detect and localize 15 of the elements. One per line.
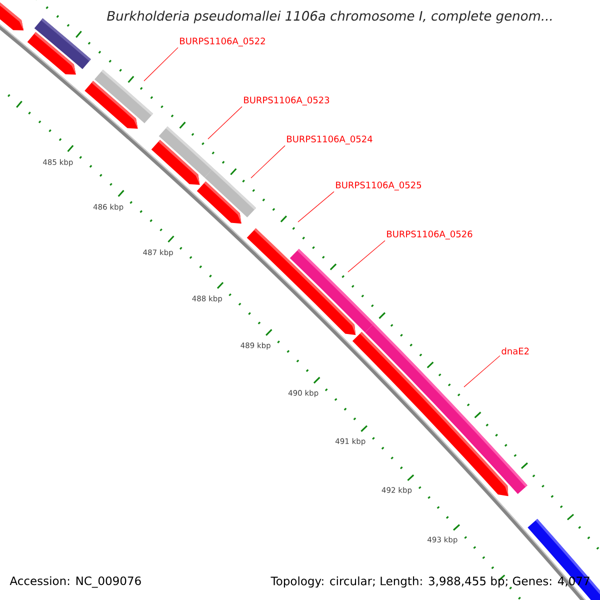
gene-label: BURPS1106A_0524 xyxy=(287,136,372,144)
leader-line xyxy=(464,355,500,388)
leader-line xyxy=(144,47,178,82)
leader-line xyxy=(250,145,286,178)
gene-label: BURPS1106A_0523 xyxy=(244,96,330,106)
gene-label: BURPS1106A_0526 xyxy=(387,230,472,240)
leader-line xyxy=(348,240,386,272)
leader-line xyxy=(208,106,242,140)
gene-label: dnaE2 xyxy=(502,348,529,354)
leader-line xyxy=(298,191,334,222)
map-title: Burkholderia pseudomallei 1106a chromosome I, complete genom... xyxy=(107,10,552,24)
gene-label: BURPS1106A_0525 xyxy=(336,182,422,190)
accession-text: Accession: NC_009076 xyxy=(10,576,141,588)
genome-info-text: Topology: circular; Length: 3,988,455 bp; Genes: 4,077 xyxy=(270,576,590,588)
gene-label: BURPS1106A_0522 xyxy=(180,38,265,46)
